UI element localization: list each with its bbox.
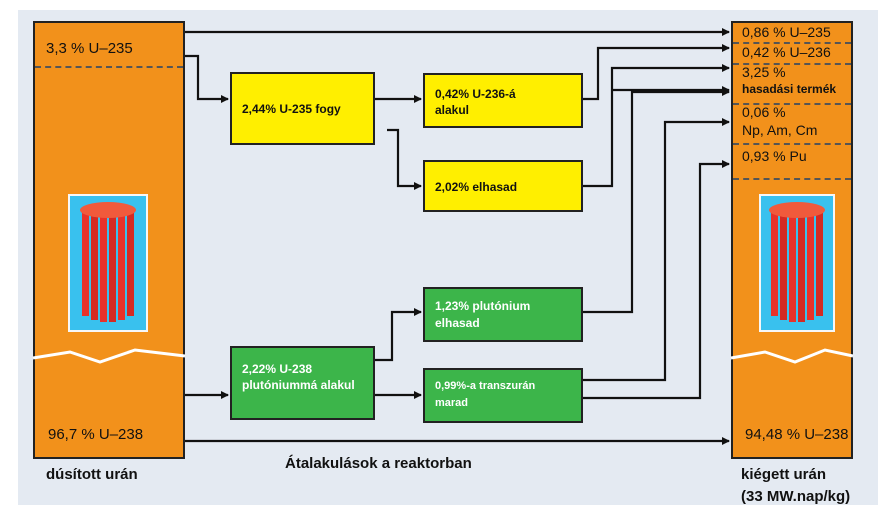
fuel-rods-left	[80, 202, 136, 322]
left-bottom-label: 96,7 % U–238	[48, 426, 144, 443]
box-fission: 2,02% elhasad	[423, 160, 583, 212]
right-row-minor-actinides: Np, Am, Cm	[742, 122, 818, 138]
right-row-fission-products: hasadási termék	[742, 82, 837, 96]
row-divider	[733, 178, 851, 180]
right-row-minor-pct: 0,06 %	[742, 104, 786, 120]
box-transuran: 0,99%-a transzurán marad	[423, 368, 583, 423]
box-pu-fission-line2: elhasad	[435, 316, 480, 330]
right-row-u236: 0,42 % U–236	[742, 44, 831, 60]
arrow-to-u235-consumed	[185, 54, 229, 103]
fuel-rods-right	[769, 202, 825, 322]
arrow-to-pu-fission	[375, 308, 422, 362]
break-line-left	[32, 348, 186, 364]
box-transuran-line1: 0,99%-a transzurán	[435, 380, 536, 392]
arrow-pu-fission-to-right	[583, 88, 730, 314]
arrow-to-fission	[387, 128, 422, 190]
arrow-transuran-to-pu	[583, 160, 730, 400]
left-top-label: 3,3 % U–235	[46, 40, 133, 57]
break-line-right	[730, 348, 854, 364]
box-u236: 0,42% U-236-á alakul	[423, 73, 583, 128]
right-bottom-label: 94,48 % U–238	[745, 426, 849, 443]
left-caption: dúsított urán	[46, 466, 138, 483]
right-row-u235: 0,86 % U–235	[742, 24, 831, 40]
box-u238-line2: plutóniummá alakul	[242, 378, 355, 392]
row-divider	[733, 103, 851, 105]
row-divider	[733, 143, 851, 145]
box-transuran-line2: marad	[435, 397, 469, 409]
right-row-fission-pct: 3,25 %	[742, 64, 786, 80]
box-pu-fission-line1: 1,23% plutónium	[435, 299, 531, 313]
box-u236-line1: 0,42% U-236-á	[435, 87, 516, 101]
box-u238-line1: 2,22% U-238	[242, 362, 313, 376]
arrow-transuran-to-minor	[583, 118, 730, 382]
row-divider	[733, 42, 851, 44]
right-caption-line2: (33 MW.nap/kg)	[741, 488, 851, 505]
box-u235-consumed-label: 2,44% U-235 fogy	[242, 102, 341, 116]
arrow-fission-to-right	[583, 64, 730, 188]
box-u236-line2: alakul	[435, 103, 470, 117]
box-u238: 2,22% U-238 plutóniummá alakul	[230, 346, 375, 420]
arrow-u236-to-right	[583, 44, 730, 101]
box-u235-consumed: 2,44% U-235 fogy	[230, 72, 375, 145]
box-fission-label: 2,02% elhasad	[435, 180, 518, 194]
column-divider	[35, 66, 183, 68]
box-pu-fission: 1,23% plutónium elhasad	[423, 287, 583, 342]
right-caption-line1: kiégett urán	[741, 466, 827, 483]
right-row-pu: 0,93 % Pu	[742, 148, 807, 164]
center-caption: Átalakulások a reaktorban	[285, 455, 472, 472]
row-divider	[733, 63, 851, 65]
